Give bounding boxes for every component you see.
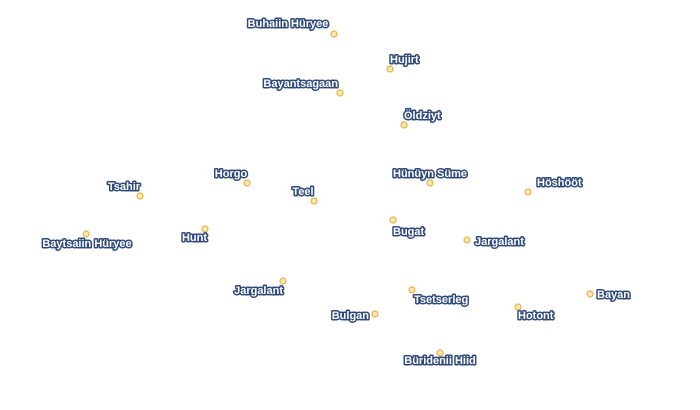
place-marker-teel[interactable] (310, 197, 318, 205)
place-marker-bayantsagaan[interactable] (336, 89, 344, 97)
place-labels: Buhaiin HüryeeHujirtBayantsagaanÖldziytH… (41, 17, 632, 369)
place-marker-hunt[interactable] (201, 225, 209, 233)
place-label-hujirt: Hujirt (390, 54, 419, 66)
place-label-bayan: Bayan (597, 289, 630, 301)
place-marker-bulgan[interactable] (371, 310, 379, 318)
place-marker-bugat[interactable] (389, 216, 397, 224)
place-label-oldziyt: Öldziyt (404, 109, 441, 122)
place-marker-hunuyn-sume[interactable] (426, 179, 434, 187)
place-marker-hotont[interactable] (514, 303, 522, 311)
place-marker-hujirt[interactable] (386, 65, 394, 73)
place-markers (82, 30, 594, 357)
place-marker-baytsaiin-huryee[interactable] (82, 230, 90, 238)
place-label-bulgan: Bulgan (332, 310, 370, 322)
place-label-jargalant-south: Jargalant (234, 285, 283, 297)
place-marker-jargalant-east[interactable] (463, 236, 471, 244)
place-label-bayantsagaan: Bayantsagaan (263, 78, 338, 90)
place-label-horgo: Horgo (215, 168, 248, 180)
place-marker-bayan[interactable] (586, 290, 594, 298)
place-marker-tsahir[interactable] (136, 192, 144, 200)
place-label-hunt: Hunt (182, 232, 207, 244)
place-label-bugat: Bugat (393, 226, 425, 238)
place-label-tsetserleg: Tsetserleg (414, 294, 468, 306)
place-marker-oldziyt[interactable] (400, 121, 408, 129)
place-label-hoshoot: Höshööt (537, 177, 582, 189)
place-marker-buridenii-hiid[interactable] (436, 349, 444, 357)
place-label-buridenii-hiid: Büridenii Hiid (404, 355, 476, 367)
place-label-teel: Teel (292, 186, 313, 198)
place-marker-jargalant-south[interactable] (279, 277, 287, 285)
place-marker-horgo[interactable] (243, 179, 251, 187)
place-marker-hoshoot[interactable] (524, 188, 532, 196)
place-label-buhaiin-huryee: Buhaiin Hüryee (248, 18, 329, 30)
place-label-hotont: Hotont (518, 310, 554, 322)
place-marker-buhaiin-huryee[interactable] (330, 30, 338, 38)
place-label-jargalant-east: Jargalant (475, 236, 524, 248)
place-label-hunuyn-sume: Hünüyn Süme (393, 168, 467, 180)
place-label-tsahir: Tsahir (108, 181, 141, 193)
place-marker-tsetserleg[interactable] (408, 286, 416, 294)
place-label-baytsaiin-huryee: Baytsaiin Hüryee (42, 238, 131, 250)
